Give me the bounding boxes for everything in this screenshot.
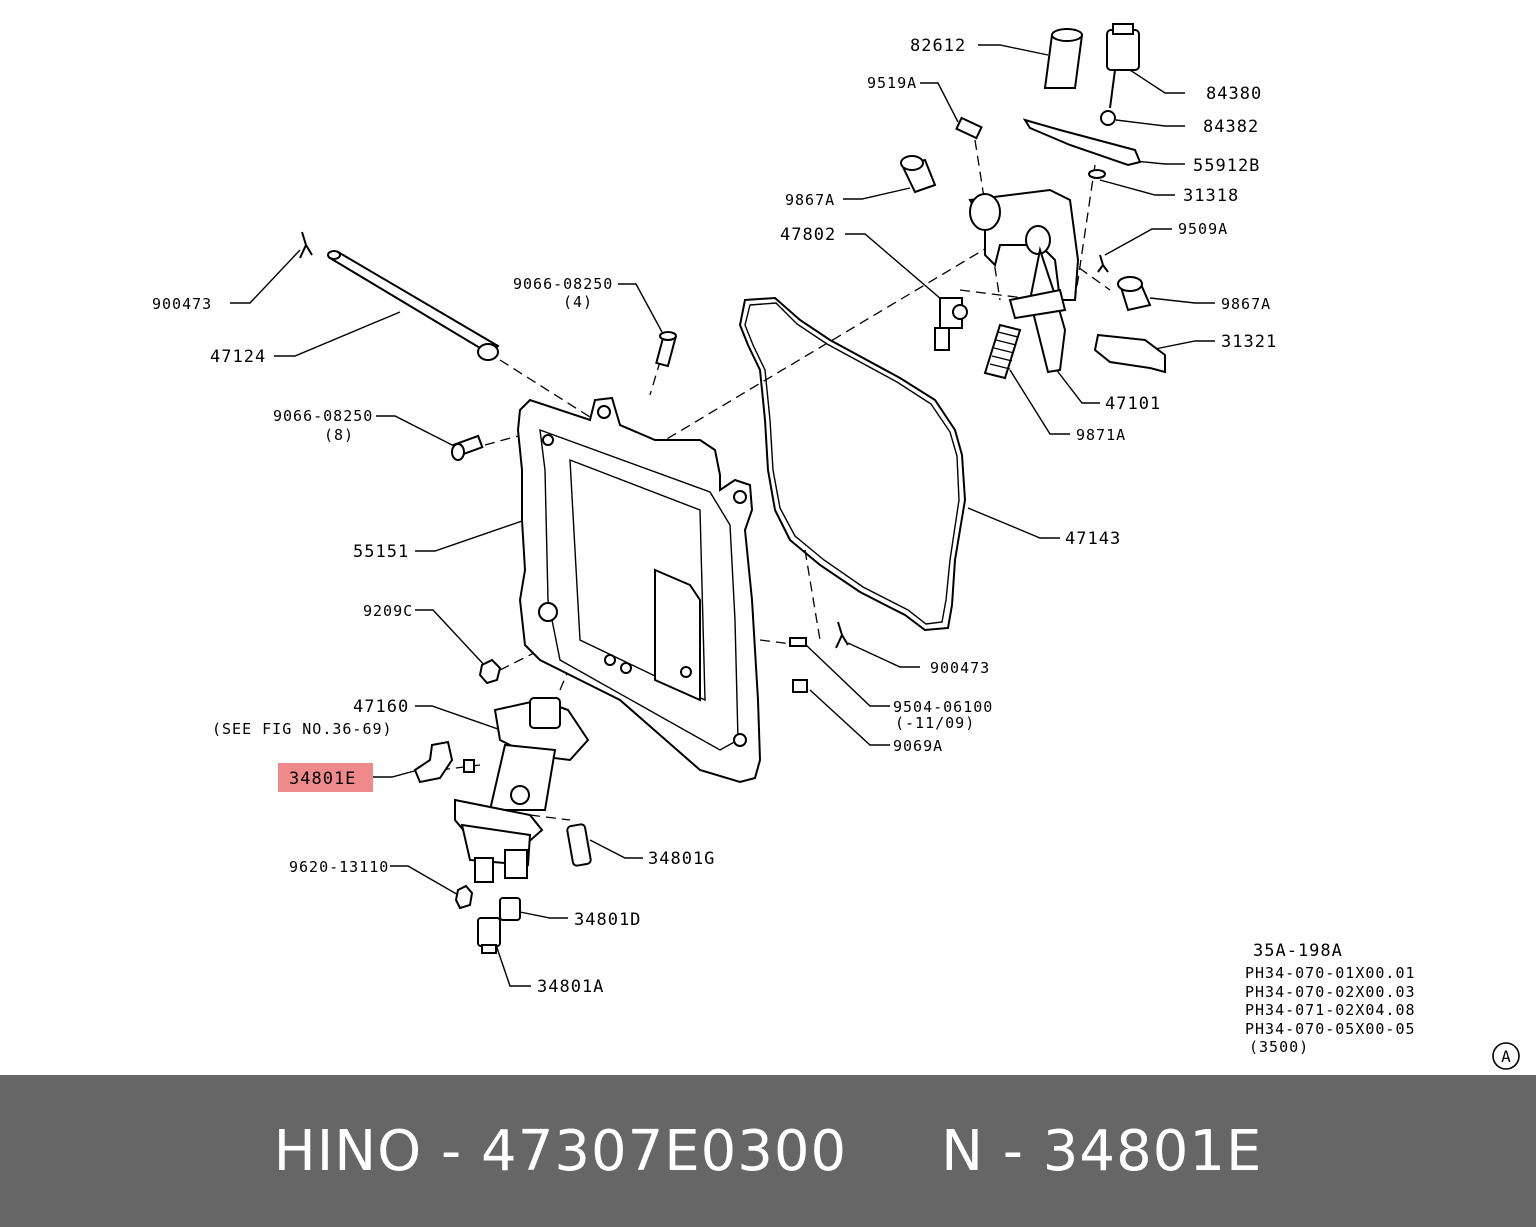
reference-line: PH34-071-02X04.08	[1245, 1001, 1416, 1019]
washer-part	[1088, 169, 1106, 179]
sensor-part	[934, 297, 968, 351]
elbow-fitting	[413, 740, 475, 784]
footer-part-number: HINO - 47307E0300 N - 34801E	[273, 1118, 1263, 1184]
bushing-part	[900, 155, 937, 194]
bolt-part-top	[655, 331, 677, 368]
label-9209c[interactable]: 9209C	[363, 602, 413, 620]
fitting-a	[477, 917, 501, 954]
label-84382[interactable]: 84382	[1203, 117, 1259, 137]
gasket-part	[738, 296, 967, 632]
bracket-part	[1022, 118, 1142, 167]
reference-block: 35A-198A PH34-070-01X00.01 PH34-070-02X0…	[1245, 941, 1416, 1056]
label-47143[interactable]: 47143	[1065, 529, 1121, 549]
label-34801a[interactable]: 34801A	[537, 977, 604, 997]
corner-mark-letter: A	[1501, 1047, 1511, 1066]
highlight-box	[278, 763, 373, 792]
reference-line: (3500)	[1249, 1038, 1309, 1056]
parts-diagram: 82612 9519A 84380 84382 55912B 9867A 313…	[152, 23, 1520, 1070]
pin-part	[955, 116, 983, 140]
label-82612[interactable]: 82612	[910, 36, 966, 56]
leader-lines	[230, 44, 1215, 987]
label-9519a[interactable]: 9519A	[867, 74, 917, 92]
label-9069a[interactable]: 9069A	[893, 737, 943, 755]
label-9867a-top[interactable]: 9867A	[785, 191, 835, 209]
part-labels: 82612 9519A 84380 84382 55912B 9867A 313…	[152, 36, 1277, 997]
label-9509a[interactable]: 9509A	[1178, 220, 1228, 238]
label-31321[interactable]: 31321	[1221, 332, 1277, 352]
label-9871a[interactable]: 9871A	[1076, 426, 1126, 444]
label-47101[interactable]: 47101	[1105, 394, 1161, 414]
bolt-part-9069	[792, 679, 808, 693]
label-9620[interactable]: 9620-13110	[289, 858, 389, 876]
label-34801g[interactable]: 34801G	[648, 849, 715, 869]
fitting-d	[499, 897, 521, 921]
label-34801d[interactable]: 34801D	[574, 910, 641, 930]
label-9066-mid[interactable]: 9066-08250	[273, 407, 373, 425]
label-47160-note: (SEE FIG NO.36-69)	[212, 720, 393, 738]
label-47124[interactable]: 47124	[210, 347, 266, 367]
label-55912b[interactable]: 55912B	[1193, 156, 1260, 176]
label-47160[interactable]: 47160	[353, 697, 409, 717]
label-84380[interactable]: 84380	[1206, 84, 1262, 104]
reference-line: PH34-070-01X00.01	[1245, 964, 1416, 982]
gasket-inner	[744, 302, 960, 625]
straight-fitting-g	[566, 823, 592, 867]
label-9504-note: (-11/09)	[895, 714, 975, 732]
label-9066-mid-qty: (8)	[324, 426, 354, 444]
reference-line: PH34-070-02X00.03	[1245, 983, 1416, 1001]
label-47802[interactable]: 47802	[780, 225, 836, 245]
nut-part-9209	[478, 658, 502, 685]
rod-part	[327, 250, 500, 361]
clip-part-bottom	[835, 621, 849, 649]
label-9504[interactable]: 9504-06100	[893, 698, 993, 716]
cotter-part	[1097, 254, 1109, 273]
reference-code: 35A-198A	[1253, 941, 1343, 961]
footer-bar: HINO - 47307E0300 N - 34801E	[0, 1075, 1536, 1227]
valve-assembly	[454, 697, 590, 883]
switch-part	[1106, 23, 1140, 109]
bushing-part-right	[1117, 276, 1152, 312]
label-900473-top[interactable]: 900473	[152, 295, 212, 313]
pedal-bracket	[968, 188, 1080, 374]
label-31318[interactable]: 31318	[1183, 186, 1239, 206]
corner-mark: A	[1492, 1042, 1520, 1070]
reference-line: PH34-070-05X00-05	[1245, 1020, 1416, 1038]
nut-part	[1100, 110, 1116, 126]
plate-part	[516, 396, 762, 784]
clip-part	[299, 231, 313, 259]
label-9867a-right[interactable]: 9867A	[1221, 295, 1271, 313]
label-34801e[interactable]: 34801E	[289, 769, 356, 789]
bolt-part-mid	[451, 434, 484, 461]
pad-part	[1093, 333, 1166, 374]
screw-part	[789, 637, 807, 647]
label-55151[interactable]: 55151	[353, 542, 409, 562]
label-9066-top[interactable]: 9066-08250	[513, 275, 613, 293]
spring-part	[983, 323, 1022, 380]
label-9066-top-qty: (4)	[563, 293, 593, 311]
nut-part-9620	[454, 884, 474, 910]
label-900473-bottom[interactable]: 900473	[930, 659, 990, 677]
sleeve-part	[1043, 28, 1084, 89]
